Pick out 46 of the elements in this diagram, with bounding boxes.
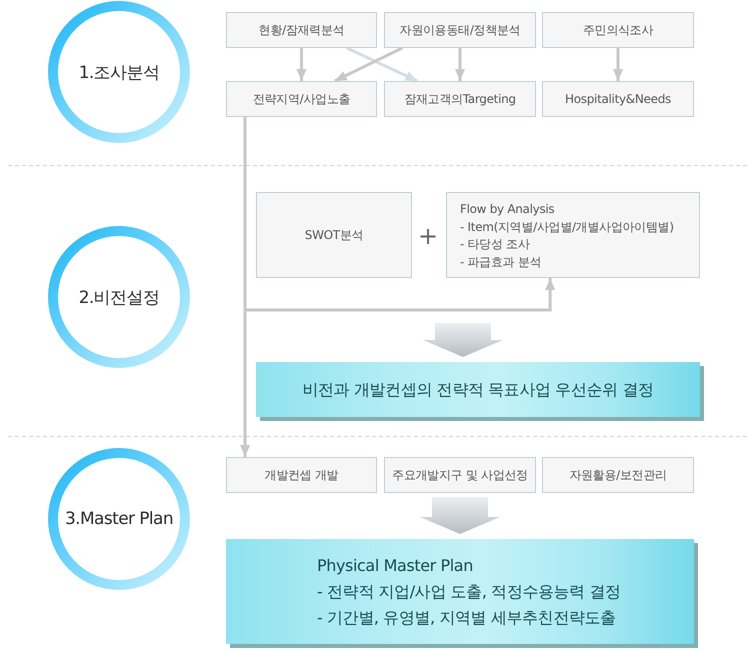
process-box xyxy=(384,12,536,48)
result-banner xyxy=(226,539,698,648)
analysis-box xyxy=(446,192,700,278)
step-label: 자원이용동태/정책분석 xyxy=(400,22,520,38)
process-box xyxy=(226,12,377,48)
analysis-item: - 파급효과 분석 xyxy=(460,254,542,270)
stage-circle xyxy=(48,448,190,590)
arrow xyxy=(296,48,306,81)
plan-item: - 전략적 지업/사업 도출, 적정수용능력 결정 xyxy=(317,580,621,602)
arrow xyxy=(346,46,418,82)
step-label: 현황/잠재력분석 xyxy=(258,22,344,38)
arrow xyxy=(455,48,465,81)
step-label: 주민의식조사 xyxy=(582,22,654,38)
banner-text: 비전과 개발컨셉의 전략적 목표사업 우선순위 결정 xyxy=(302,378,654,400)
plus-sign: + xyxy=(418,223,438,249)
stage-title: 2.비전설정 xyxy=(78,286,160,308)
process-box xyxy=(384,457,536,493)
arrow xyxy=(240,117,250,457)
process-box xyxy=(542,457,694,493)
stage-title: 1.조사분석 xyxy=(78,62,160,84)
arrow xyxy=(334,46,403,82)
stage-circle xyxy=(48,1,190,143)
arrow xyxy=(613,48,623,81)
analysis-item: - Item(지역별/사업별/개별사업아이템별) xyxy=(460,218,675,236)
step-label: SWOT분석 xyxy=(304,226,364,244)
process-box xyxy=(542,12,694,48)
analysis-heading: Flow by Analysis xyxy=(460,201,556,218)
stage-circle xyxy=(48,226,190,368)
process-box xyxy=(256,192,412,278)
process-box xyxy=(226,457,377,493)
step-label: 전략지역/사업노출 xyxy=(252,90,350,108)
analysis-item: - 타당성 조사 xyxy=(460,236,531,253)
stage-title: 3.Master Plan xyxy=(64,509,174,529)
block-arrow xyxy=(420,497,500,534)
process-box xyxy=(542,81,694,117)
step-label: Hospitality&Needs xyxy=(565,92,671,106)
plan-heading: Physical Master Plan xyxy=(317,554,473,576)
step-label: 주요개발지구 및 사업선정 xyxy=(392,466,528,484)
result-banner xyxy=(256,362,704,421)
block-arrow xyxy=(423,323,503,357)
step-label: 잠재고객의Targeting xyxy=(404,90,516,108)
step-label: 개발컨셉 개발 xyxy=(264,466,338,484)
step-label: 자원활용/보전관리 xyxy=(569,466,667,484)
process-box xyxy=(384,81,536,117)
plan-item: - 기간별, 유영별, 지역별 세부추친전략도출 xyxy=(317,606,616,628)
process-box xyxy=(226,81,377,117)
